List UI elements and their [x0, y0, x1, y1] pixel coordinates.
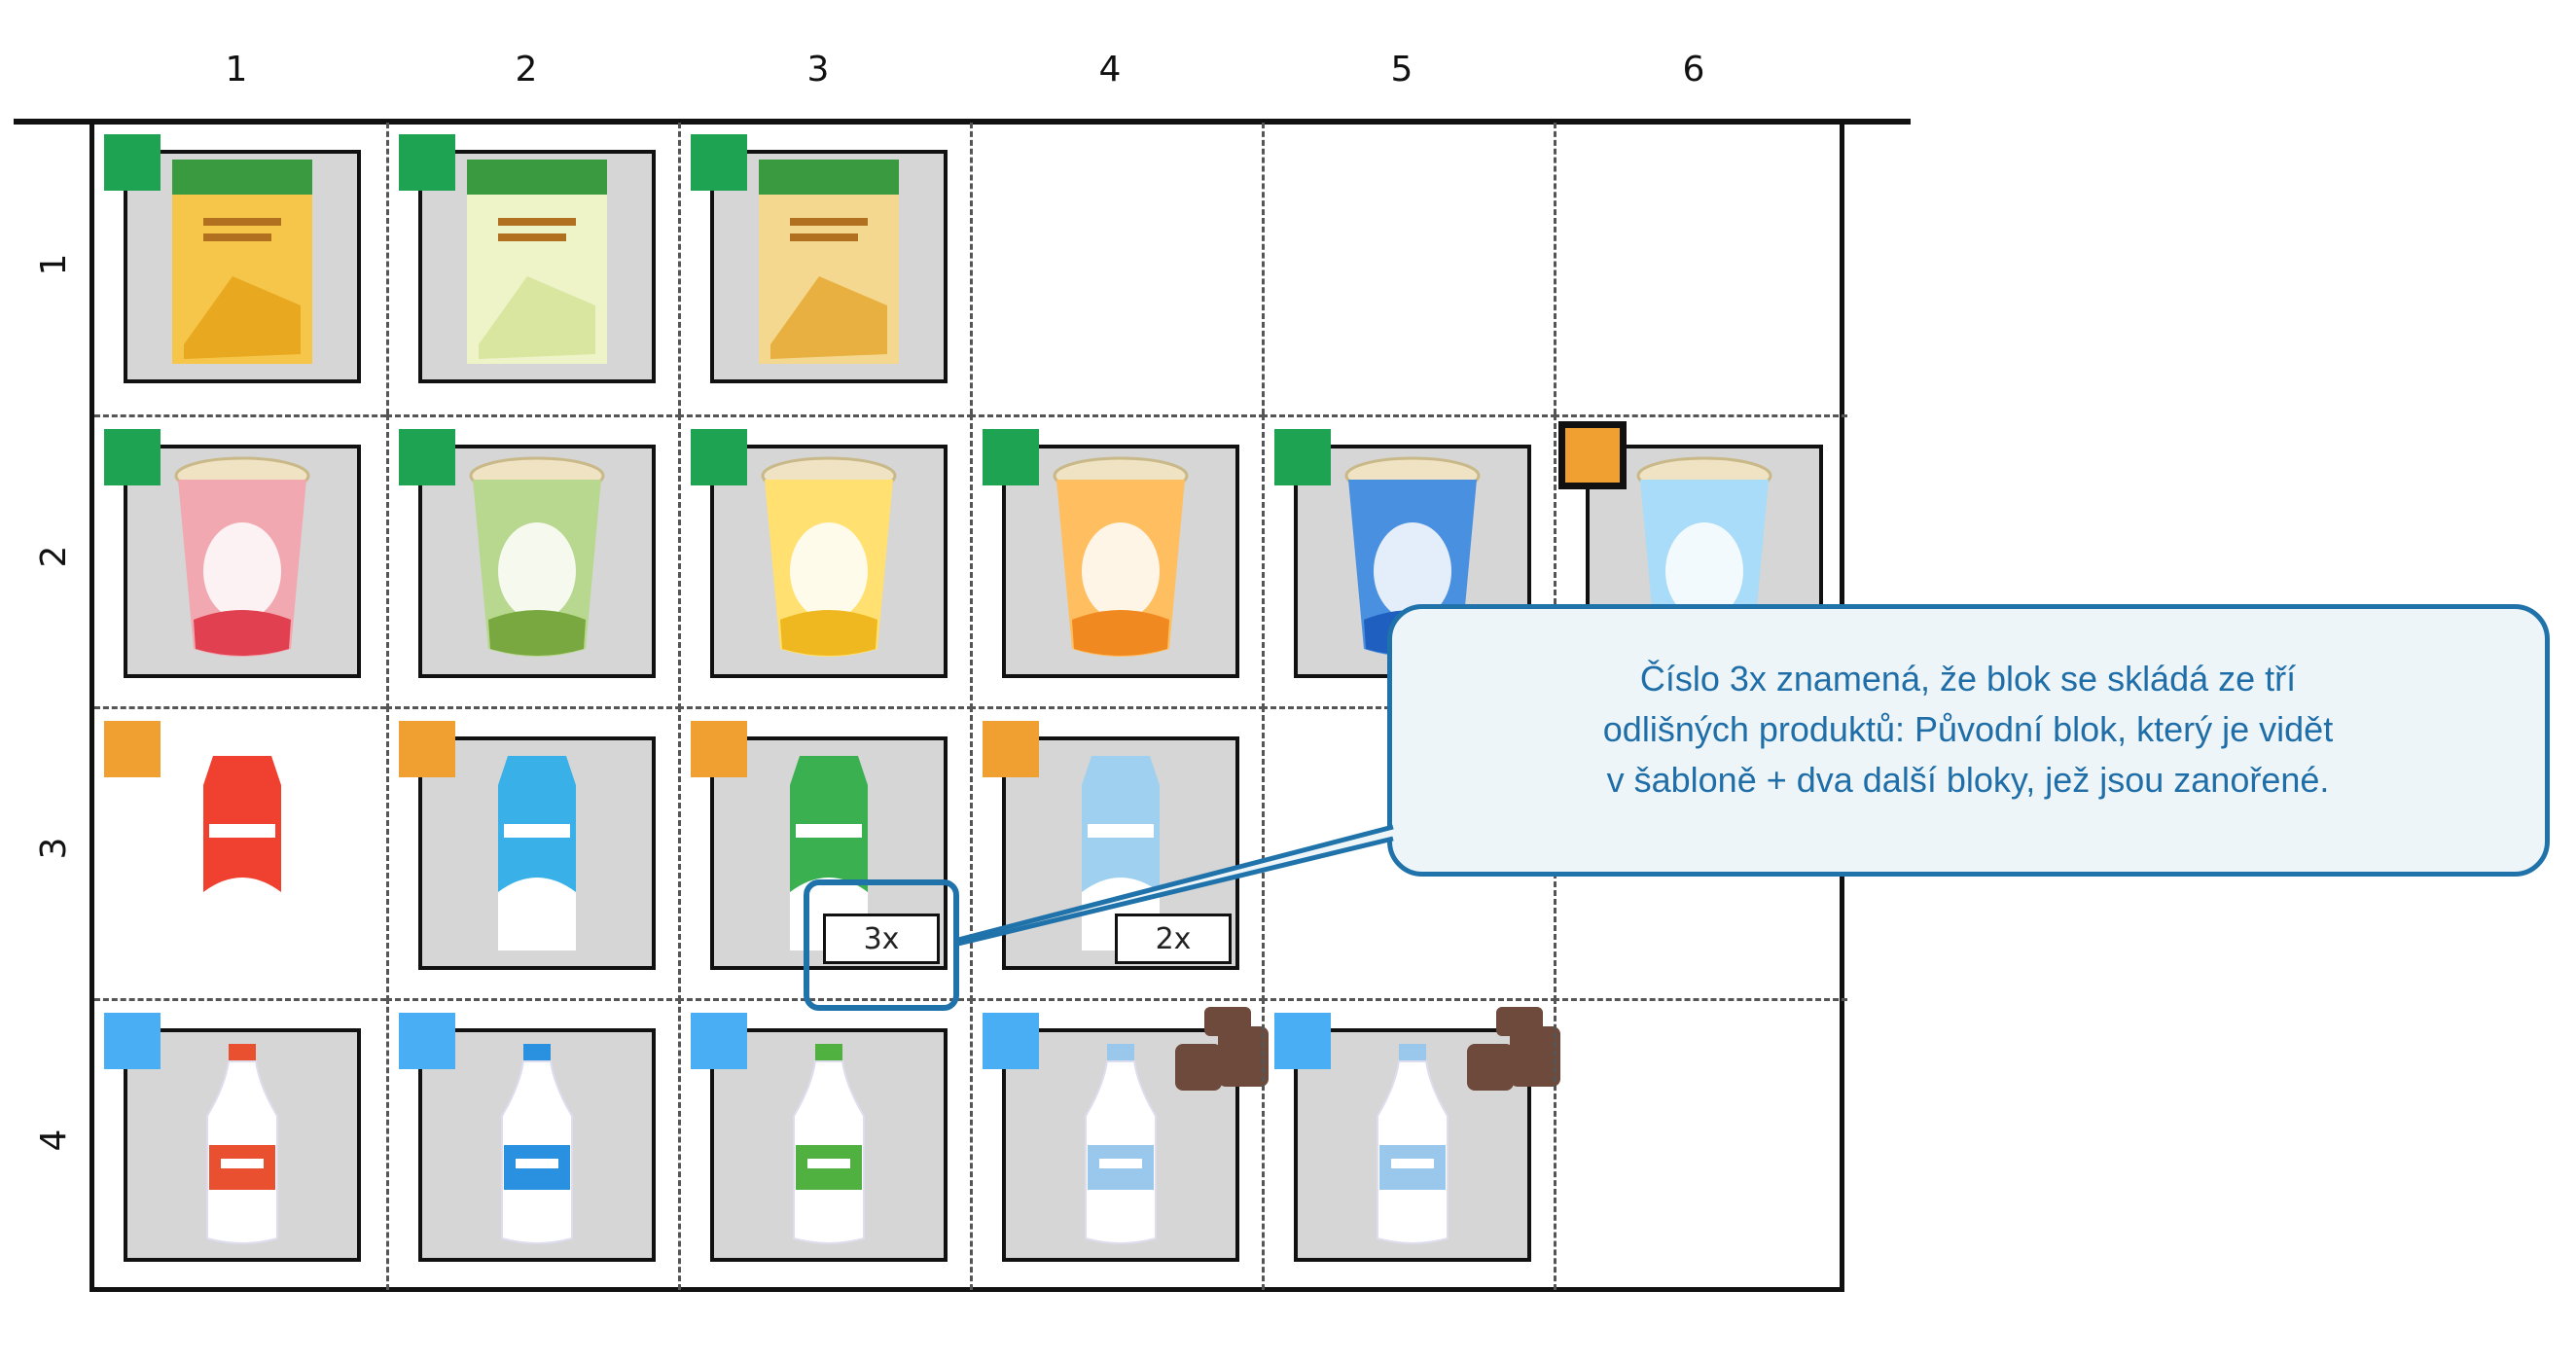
cell-r4-c5[interactable]: [1262, 998, 1560, 1290]
stack-icon[interactable]: [1167, 1003, 1274, 1100]
yogurt-red-product-icon: [174, 456, 310, 657]
callout-line-2: odlišných produktů: Původní blok, který …: [1602, 709, 2334, 749]
column-label-2: 2: [515, 50, 538, 90]
callout-bubble: [1387, 604, 2550, 877]
yogurt-green-product-icon: [469, 456, 605, 657]
green-marker-icon[interactable]: [399, 134, 455, 191]
cell-r2-c5[interactable]: [1262, 414, 1556, 709]
column-label-1: 1: [225, 50, 248, 90]
orange-marker-icon[interactable]: [691, 721, 747, 777]
cell-r3-c3[interactable]: 3x: [678, 706, 973, 1001]
cell-r1-c1[interactable]: [94, 123, 386, 414]
cell-r1-c2[interactable]: [386, 123, 681, 414]
yogurt-orange-product-icon: [1053, 456, 1189, 657]
green-marker-icon[interactable]: [1274, 429, 1331, 485]
column-label-3: 3: [806, 50, 830, 90]
stack-icon[interactable]: [1459, 1003, 1566, 1100]
bottle-lightblue-product-icon: [1085, 1044, 1157, 1244]
cell-r1-c6[interactable]: [1554, 123, 1847, 414]
orange-marker-icon[interactable]: [399, 721, 455, 777]
column-label-6: 6: [1682, 50, 1705, 90]
cell-r4-c2[interactable]: [386, 998, 681, 1290]
green-marker-icon[interactable]: [104, 429, 161, 485]
cell-r2-c3[interactable]: [678, 414, 973, 709]
blue-marker-icon[interactable]: [1274, 1013, 1331, 1069]
blue-marker-icon[interactable]: [691, 1013, 747, 1069]
cell-r1-c4[interactable]: [970, 123, 1265, 414]
column-label-5: 5: [1390, 50, 1413, 90]
bottle-lightblue-product-icon: [1377, 1044, 1449, 1244]
cell-r1-c3[interactable]: [678, 123, 973, 414]
yogurt-yellow-product-icon: [761, 456, 897, 657]
cell-r3-c2[interactable]: [386, 706, 681, 1001]
callout-line-3: v šabloně + dva další bloky, jež jsou za…: [1606, 760, 2330, 800]
variant-count-badge: 3x: [823, 914, 940, 964]
green-marker-icon[interactable]: [983, 429, 1039, 485]
bottle-red-product-icon: [206, 1044, 278, 1244]
column-label-4: 4: [1098, 50, 1122, 90]
cell-r2-c1[interactable]: [94, 414, 386, 709]
cell-r4-c1[interactable]: [94, 998, 386, 1290]
cell-r4-c4[interactable]: [970, 998, 1269, 1290]
cell-r3-c1[interactable]: [94, 706, 386, 1001]
orange-marker-icon[interactable]: [983, 721, 1039, 777]
carton-blue-product-icon: [498, 756, 576, 950]
green-marker-icon[interactable]: [691, 134, 747, 191]
cheese-orange-product-icon: [759, 160, 899, 364]
cheese-yellow-product-icon: [172, 160, 312, 364]
green-marker-icon[interactable]: [399, 429, 455, 485]
shelf-grid: 3x 2x: [89, 123, 1847, 1292]
cell-r2-c2[interactable]: [386, 414, 681, 709]
carton-green-product-icon: [790, 756, 868, 950]
cell-r4-c6[interactable]: [1554, 998, 1847, 1290]
green-marker-icon[interactable]: [104, 134, 161, 191]
cell-r3-c4[interactable]: 2x: [970, 706, 1265, 1001]
callout-line-1: Číslo 3x znamená, že blok se skládá ze t…: [1639, 659, 2297, 699]
callout-text: Číslo 3x znamená, že blok se skládá ze t…: [1401, 654, 2535, 806]
cheese-light-product-icon: [467, 160, 607, 364]
variant-count-badge: 2x: [1115, 914, 1232, 964]
cell-r2-c4[interactable]: [970, 414, 1265, 709]
bottle-blue-product-icon: [501, 1044, 573, 1244]
carton-red-product-icon: [203, 756, 281, 950]
blue-marker-icon[interactable]: [399, 1013, 455, 1069]
blue-marker-icon[interactable]: [983, 1013, 1039, 1069]
orange-marker-icon[interactable]: [104, 721, 161, 777]
selected-marker-icon[interactable]: [1558, 421, 1627, 489]
header-line: [14, 119, 1911, 125]
blue-marker-icon[interactable]: [104, 1013, 161, 1069]
bottle-green-product-icon: [793, 1044, 865, 1244]
green-marker-icon[interactable]: [691, 429, 747, 485]
cell-r1-c5[interactable]: [1262, 123, 1556, 414]
highlight-box: [804, 879, 959, 1011]
cell-r4-c3[interactable]: [678, 998, 973, 1290]
